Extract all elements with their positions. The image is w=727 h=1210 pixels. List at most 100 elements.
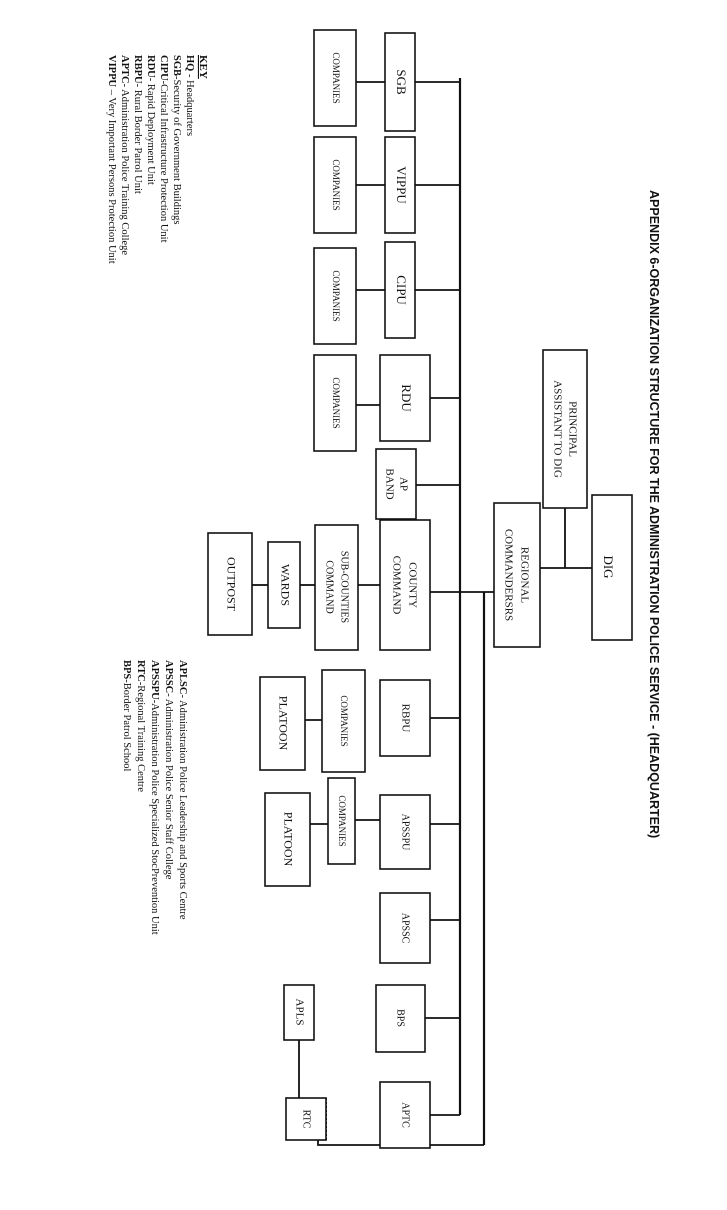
node-dig: DIG bbox=[591, 494, 633, 641]
key-left-entry: VIPPU – Very Important Persons Protectio… bbox=[106, 55, 117, 264]
svg-text:COMPANIES: COMPANIES bbox=[331, 377, 341, 428]
key-left-abbr: RDU bbox=[145, 55, 156, 78]
key-right-desc: -Regional Training Centre bbox=[135, 682, 146, 793]
node-cipu-companies: COMPANIES bbox=[313, 247, 357, 345]
key-left-entry: APTC- Administration Police Training Col… bbox=[119, 55, 130, 255]
key-right-abbr: BPS bbox=[121, 660, 132, 679]
node-rdu-companies: COMPANIES bbox=[313, 354, 357, 452]
svg-text:PLATOON: PLATOON bbox=[281, 812, 295, 867]
node-apsspu-companies: COMPANIES bbox=[327, 777, 356, 865]
svg-text:AP: AP bbox=[397, 477, 409, 491]
node-ap-band: AP BAND bbox=[375, 448, 417, 520]
svg-text:BAND: BAND bbox=[383, 468, 395, 499]
key-right-entry: BPS-Border Patrol School bbox=[121, 660, 132, 772]
svg-text:OUTPOST: OUTPOST bbox=[224, 557, 238, 612]
key-right-abbr: RTC bbox=[135, 660, 146, 682]
node-bps: BPS bbox=[375, 984, 426, 1053]
node-wards: WARDS bbox=[267, 541, 301, 629]
svg-text:COMPANIES: COMPANIES bbox=[331, 52, 341, 103]
key-left-abbr: APTC bbox=[119, 55, 130, 84]
key-left-entry: RBPU- Rural Border Patrol Unit bbox=[132, 55, 143, 194]
key-right-abbr: APSSC bbox=[163, 660, 174, 693]
key-left-desc: -Security of Government Buildings bbox=[171, 76, 182, 224]
node-rbpu-platoon: PLATOON bbox=[259, 676, 306, 771]
chart-title: APPENDIX 6-ORGANIZATION STRUCTURE FOR TH… bbox=[647, 190, 661, 838]
key-right-entry: RTC-Regional Training Centre bbox=[135, 660, 146, 792]
key-right-desc: - Administration Police Senior Staff Col… bbox=[163, 693, 174, 879]
svg-text:SGB: SGB bbox=[394, 69, 409, 95]
key-left-abbr: HQ bbox=[184, 55, 195, 71]
key-left-desc: - Rapid Deployment Unit bbox=[145, 78, 156, 185]
key-right-abbr: APLSC bbox=[177, 660, 188, 694]
svg-text:COMPANIES: COMPANIES bbox=[337, 795, 347, 846]
key-left-entry: SGB-Security of Government Buildings bbox=[171, 55, 182, 224]
key-right-desc: -Administration Police Specialized StocP… bbox=[149, 700, 160, 935]
svg-text:COMPANIES: COMPANIES bbox=[331, 270, 341, 321]
key-right-desc: - Administration Police Leadership and S… bbox=[177, 694, 188, 919]
svg-text:RBPU: RBPU bbox=[399, 704, 411, 733]
svg-text:APTC: APTC bbox=[400, 1102, 411, 1128]
svg-text:DIG: DIG bbox=[601, 555, 616, 578]
node-apls: APLS bbox=[283, 984, 315, 1041]
node-cipu: CIPU bbox=[384, 241, 416, 339]
svg-text:COMPANIES: COMPANIES bbox=[331, 159, 341, 210]
key-left-entry: RDU- Rapid Deployment Unit bbox=[145, 55, 156, 185]
svg-text:RTC: RTC bbox=[301, 1110, 312, 1129]
svg-text:COMMANDERSRS: COMMANDERSRS bbox=[502, 529, 514, 621]
node-rdu: RDU bbox=[379, 354, 431, 442]
svg-text:ASSISTANT TO DIG: ASSISTANT TO DIG bbox=[551, 380, 563, 478]
node-regional-commanders: REGIONAL COMMANDERSRS bbox=[493, 502, 541, 648]
svg-text:COUNTY: COUNTY bbox=[406, 562, 418, 608]
svg-text:COMPANIES: COMPANIES bbox=[339, 695, 349, 746]
svg-text:SUB-COUNTIES: SUB-COUNTIES bbox=[339, 551, 350, 623]
node-apsspu-platoon: PLATOON bbox=[264, 792, 311, 887]
key-left-entry: CIPU-Critical Infrastructure Protection … bbox=[158, 55, 169, 243]
key-left-abbr: RBPU bbox=[132, 55, 143, 84]
key-right-entry: APLSC- Administration Police Leadership … bbox=[177, 660, 188, 920]
key-left-desc: - Rural Border Patrol Unit bbox=[132, 84, 143, 194]
key-right-entry: APSSPU-Administration Police Specialized… bbox=[149, 660, 160, 935]
node-principal-assistant: PRINCIPAL ASSISTANT TO DIG bbox=[542, 349, 588, 509]
key-left-desc: – Very Important Persons Protection Unit bbox=[106, 87, 117, 264]
key-left-abbr: SGB bbox=[171, 55, 182, 76]
key-left-abbr: CIPU bbox=[158, 55, 169, 81]
key-left-abbr: VIPPU bbox=[106, 55, 117, 87]
node-apssc: APSSC bbox=[379, 892, 431, 964]
node-apsspu: APSSPU bbox=[379, 794, 431, 870]
key-right: APLSC- Administration Police Leadership … bbox=[121, 660, 188, 935]
svg-text:COMMAND: COMMAND bbox=[324, 560, 335, 613]
svg-text:REGIONAL: REGIONAL bbox=[518, 547, 530, 603]
svg-text:PLATOON: PLATOON bbox=[276, 696, 290, 751]
node-aptc: APTC bbox=[379, 1081, 431, 1149]
node-sgb: SGB bbox=[384, 32, 416, 132]
svg-text:COMMAND: COMMAND bbox=[390, 556, 402, 615]
svg-text:BPS: BPS bbox=[395, 1009, 406, 1027]
key-left-desc: -Critical Infrastructure Protection Unit bbox=[158, 81, 169, 243]
key-right-entry: APSSC- Administration Police Senior Staf… bbox=[163, 660, 174, 880]
key-right-desc: -Border Patrol School bbox=[121, 679, 132, 771]
key-left-entry: HQ - Headquarters bbox=[184, 55, 195, 136]
key-left-desc: - Administration Police Training College bbox=[119, 84, 130, 256]
node-vippu-companies: COMPANIES bbox=[313, 136, 357, 234]
svg-text:APLS: APLS bbox=[293, 999, 305, 1026]
node-rbpu: RBPU bbox=[379, 679, 431, 757]
svg-text:APSSPU: APSSPU bbox=[400, 814, 411, 851]
node-rtc: RTC bbox=[285, 1097, 327, 1141]
node-outpost: OUTPOST bbox=[207, 532, 253, 636]
svg-text:PRINCIPAL: PRINCIPAL bbox=[566, 401, 578, 457]
key-right-abbr: APSSPU bbox=[149, 660, 160, 700]
svg-text:WARDS: WARDS bbox=[278, 564, 292, 606]
node-county-command: COUNTY COMMAND bbox=[379, 519, 431, 651]
node-sgb-companies: COMPANIES bbox=[313, 29, 357, 127]
node-rbpu-companies: COMPANIES bbox=[321, 669, 366, 773]
svg-text:CIPU: CIPU bbox=[394, 275, 409, 305]
svg-text:RDU: RDU bbox=[399, 384, 414, 412]
node-vippu: VIPPU bbox=[384, 136, 416, 234]
key-left-desc: - Headquarters bbox=[184, 71, 195, 136]
svg-text:VIPPU: VIPPU bbox=[394, 166, 409, 204]
node-subcounties-command: SUB-COUNTIES COMMAND bbox=[314, 524, 359, 651]
key-heading: KEY bbox=[197, 55, 209, 79]
svg-text:APSSC: APSSC bbox=[400, 913, 411, 944]
